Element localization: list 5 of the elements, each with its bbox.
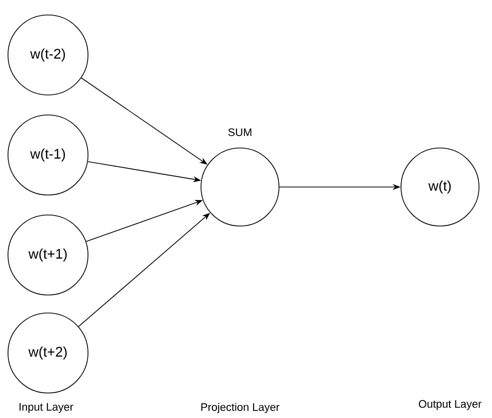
node-caption: SUM — [228, 128, 252, 136]
sum-circle — [200, 148, 280, 226]
layer-label: Input Layer — [20, 403, 74, 413]
layer-label: Output Layer — [418, 400, 482, 410]
layer-label: Projection Layer — [201, 402, 280, 414]
